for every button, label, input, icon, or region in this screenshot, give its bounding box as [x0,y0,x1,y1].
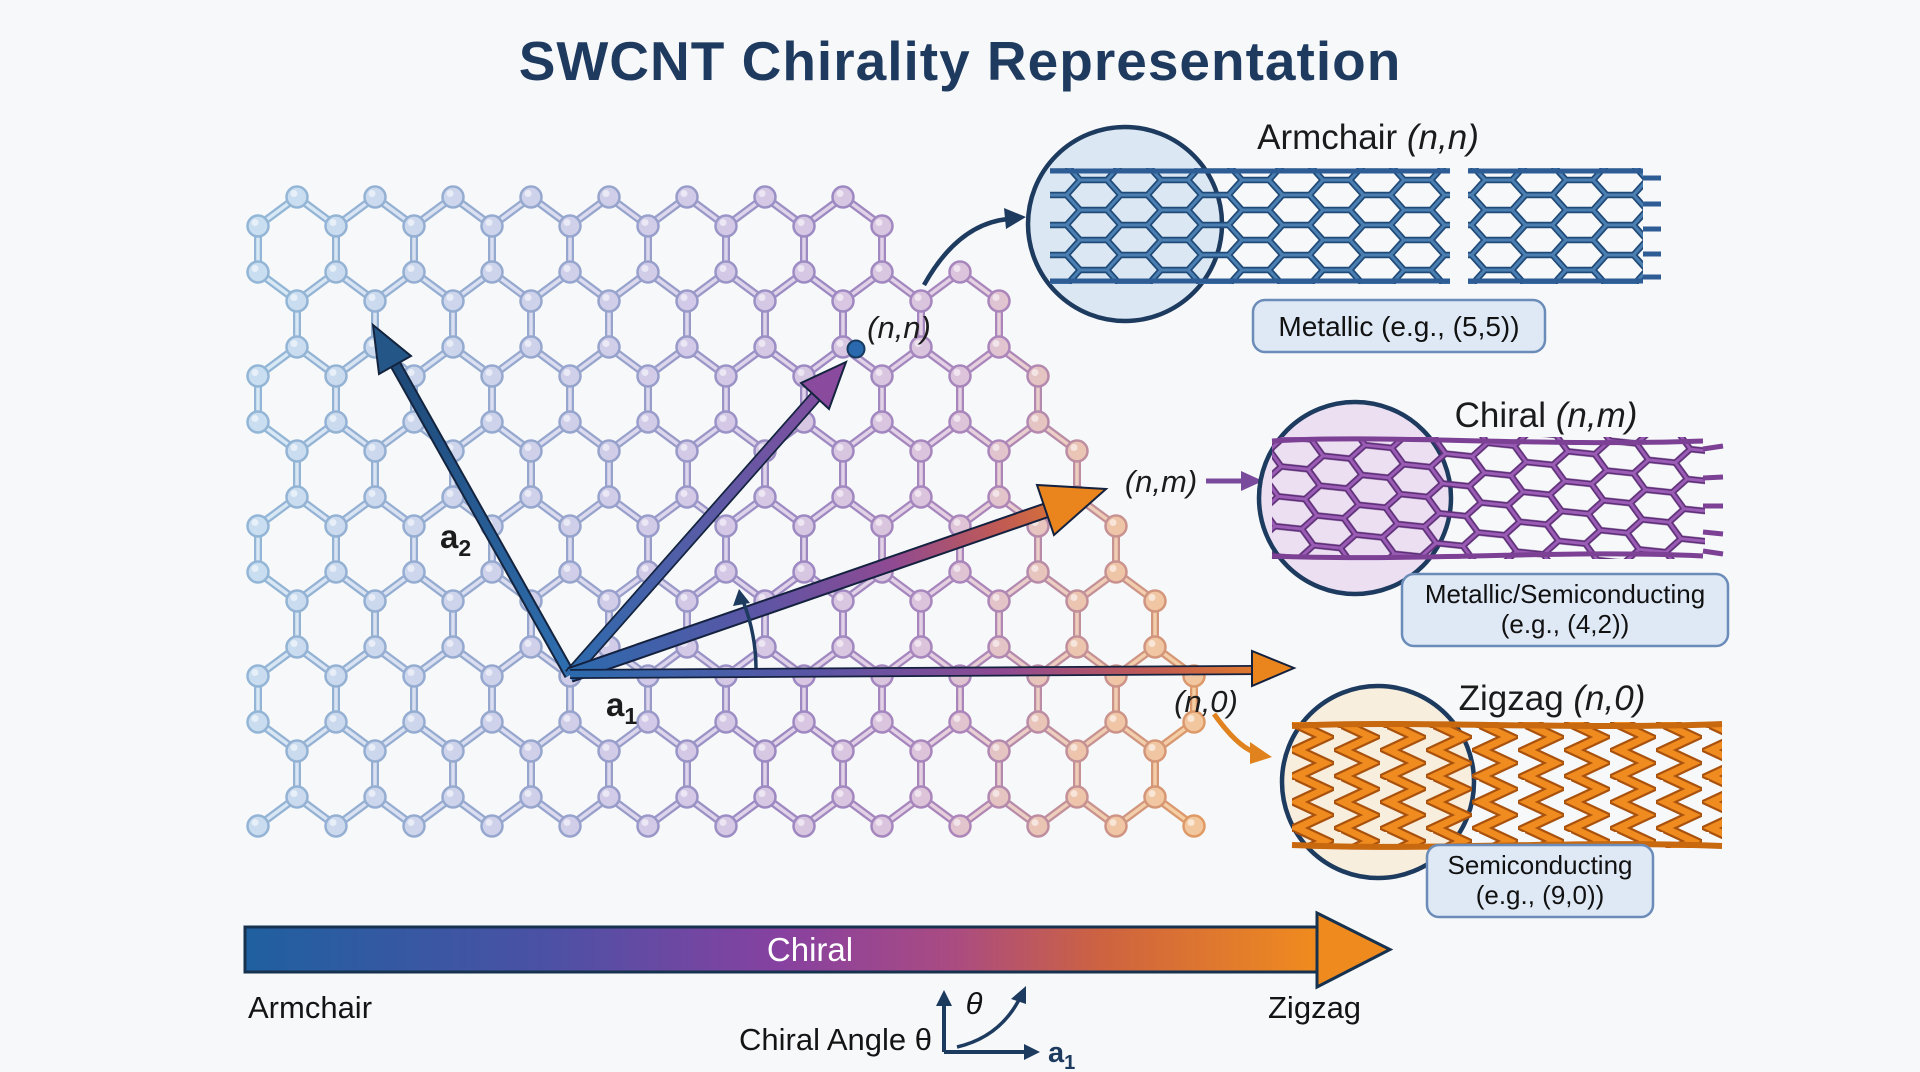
armchair-connector-arrow [922,216,1009,287]
zigzag-badge-box [1425,843,1655,919]
zigzag-badge-label-line1: Semiconducting [1448,850,1633,880]
lattice-vectors [371,322,1297,688]
a1-label: a1 [606,686,637,729]
chiral-angle-mini-diagram: θ a1 [936,986,1075,1072]
armchair-tube-frayed-end [1643,175,1661,280]
spectrum-right-label: Zigzag [1268,990,1361,1025]
a2-vector-arrow [371,322,576,678]
n0-point-label: (n,0) [1174,684,1238,719]
spectrum-left-label: Armchair [248,990,372,1025]
zigzag-section: Zigzag (n,0) Semiconducting (e.g., (9,0)… [1211,679,1723,919]
armchair-badge-label: Metallic (e.g., (5,5)) [1278,311,1519,342]
chiral-title: Chiral (n,m) [1455,396,1638,435]
armchair-section: Armchair (n,n) Metallic (e.g., (5,5)) [922,118,1661,354]
figure-title: SWCNT Chirality Representation [519,30,1402,92]
armchair-badge-box [1251,298,1547,354]
chiral-badge-label-line2: (e.g., (4,2)) [1501,609,1630,639]
zigzag-vector-arrow [569,649,1297,688]
spectrum-bar-arrowhead [1315,910,1394,990]
chiral-section: Chiral (n,m) Metallic/Semiconducting (e.… [1206,396,1730,648]
chiral-badge-box [1400,572,1730,648]
chiral-badge-label-line1: Metallic/Semiconducting [1425,579,1705,609]
chiral-angle-caption: Chiral Angle θ [739,1022,932,1057]
chiral-tube-frayed-end [1702,443,1724,557]
zigzag-nanotube [1291,721,1723,850]
chiral-angle-arc [733,589,758,669]
chiral-nanotube [1271,436,1724,561]
vector-labels: a2 a1 (n,n) (n,m) (n,0) [440,310,1238,729]
zigzag-title: Zigzag (n,0) [1459,679,1646,718]
chirality-spectrum: Chiral Armchair Zigzag Chiral Angle θ θ … [243,910,1394,1072]
chiral-vector-arrow [567,483,1109,683]
zigzag-badge-label-line2: (e.g., (9,0)) [1476,880,1605,910]
nn-point-label: (n,n) [867,310,931,345]
armchair-nanotube [1050,168,1661,284]
a2-label: a2 [440,518,471,561]
armchair-title: Armchair (n,n) [1257,118,1479,157]
nm-point-label: (n,m) [1125,464,1197,499]
mini-a1-label: a1 [1048,1037,1075,1072]
armchair-vector-arrow [565,339,866,680]
spectrum-bar-label: Chiral [767,931,853,968]
nn-lattice-point-dot [846,339,866,359]
mini-theta-label: θ [966,986,983,1021]
